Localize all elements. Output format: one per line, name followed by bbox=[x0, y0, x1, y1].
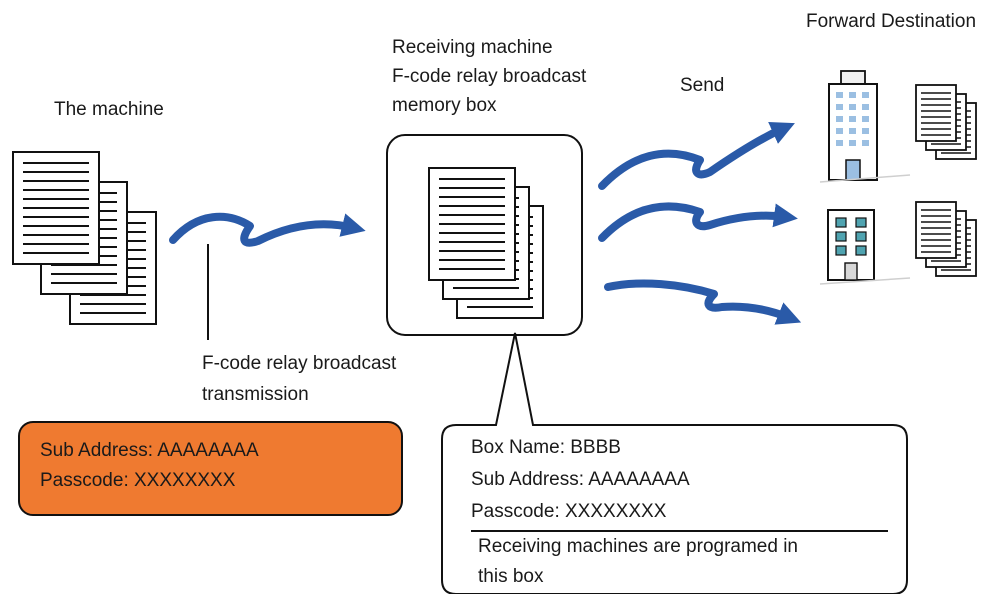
destination-document-stack-icon-1 bbox=[915, 84, 977, 160]
sender-sub-address: Sub Address: AAAAAAAA bbox=[40, 440, 259, 461]
sender-passcode: Passcode: XXXXXXXX bbox=[40, 470, 236, 491]
label-receiving-line2: F-code relay broadcast bbox=[392, 66, 587, 87]
label-forward-destination: Forward Destination bbox=[806, 11, 977, 32]
ground-line-2 bbox=[819, 277, 911, 285]
forward-arrow-3 bbox=[604, 279, 802, 325]
label-receiving-line3: memory box bbox=[392, 95, 497, 116]
apartment-building-icon bbox=[827, 209, 875, 281]
callout-sub-address: Sub Address: AAAAAAAA bbox=[471, 469, 690, 490]
forward-arrow-1 bbox=[598, 121, 795, 190]
sender-document-stack-icon bbox=[12, 151, 157, 325]
label-transmission-line2: transmission bbox=[202, 384, 309, 405]
label-transmission-line1: F-code relay broadcast bbox=[202, 353, 397, 374]
transmission-arrow bbox=[169, 212, 366, 247]
callout-note-line1: Receiving machines are programed in bbox=[478, 536, 798, 557]
callout-box-name: Box Name: BBBB bbox=[471, 437, 621, 458]
forward-arrow-2 bbox=[598, 202, 798, 242]
label-receiving-line1: Receiving machine bbox=[392, 37, 553, 58]
destination-document-stack-icon-2 bbox=[915, 201, 977, 277]
sender-settings-box bbox=[18, 421, 403, 516]
callout-note-line2: this box bbox=[478, 566, 544, 587]
label-the-machine: The machine bbox=[54, 99, 164, 120]
label-send: Send bbox=[680, 75, 725, 96]
office-building-icon bbox=[828, 70, 878, 181]
ground-line-1 bbox=[819, 174, 911, 183]
callout-passcode: Passcode: XXXXXXXX bbox=[471, 501, 667, 522]
memory-box-document-stack-icon bbox=[428, 167, 544, 319]
